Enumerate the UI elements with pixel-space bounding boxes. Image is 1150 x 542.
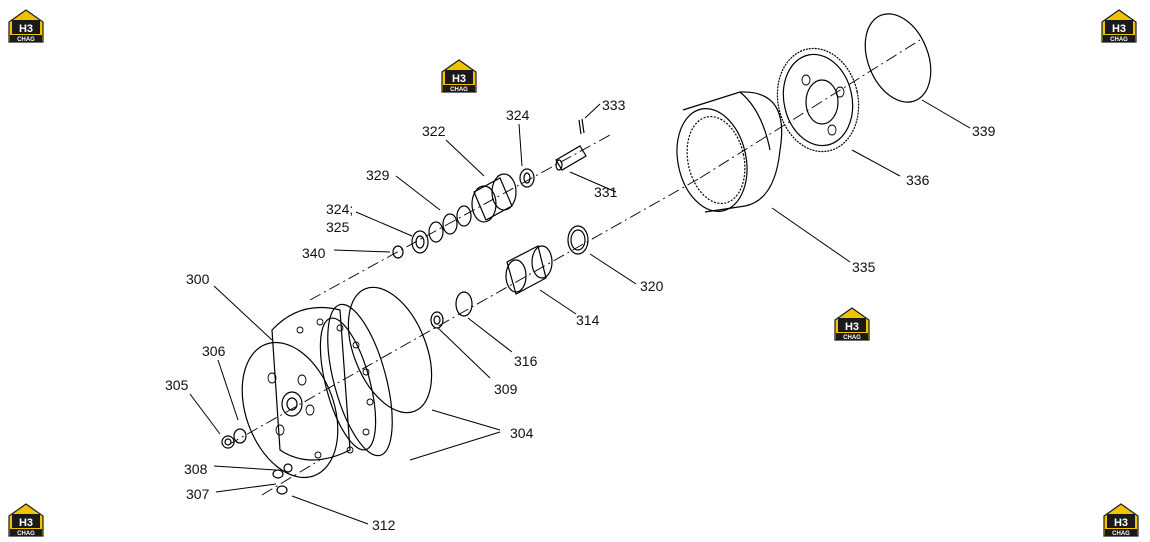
callout-304: 304 (510, 425, 534, 441)
logo-bottom-text: CHAG (843, 335, 861, 341)
callout-340: 340 (302, 245, 326, 261)
callout-307: 307 (186, 486, 210, 502)
logo-bottom-text: CHAG (450, 87, 468, 93)
retaining-ring-339 (864, 13, 932, 103)
callout-309: 309 (494, 381, 518, 397)
logo-bottom-right: H3 CHAG (1103, 503, 1139, 537)
callout-331: 331 (594, 184, 618, 200)
callout-300: 300 (186, 271, 210, 287)
housing-300 (241, 303, 393, 479)
seal-304 (347, 286, 433, 414)
center-axes (227, 39, 921, 496)
callout-322: 322 (422, 123, 446, 139)
carrier-336 (776, 47, 860, 153)
callout-324-alt: 324; (326, 201, 353, 217)
small-parts (221, 168, 589, 495)
callout-335: 335 (852, 259, 876, 275)
logo-top-text: H3 (1114, 517, 1128, 529)
callout-305: 305 (165, 377, 189, 393)
sun-gear-314 (505, 245, 553, 295)
callout-333: 333 (602, 97, 626, 113)
logo-top-text: H3 (845, 321, 859, 333)
leader-lines (189, 99, 971, 525)
ring-gear-335 (676, 91, 783, 213)
logo-top-right: H3 CHAG (1101, 9, 1137, 43)
logo-top-left: H3 CHAG (8, 9, 44, 43)
callout-325: 325 (326, 219, 350, 235)
logo-bottom-text: CHAG (1112, 531, 1130, 537)
logo-bottom-text: CHAG (17, 531, 35, 537)
logo-top-text: H3 (19, 23, 33, 35)
callout-329: 329 (366, 167, 390, 183)
callout-labels: 300 304 305 306 307 308 309 312 314 316 … (165, 97, 996, 533)
callout-339: 339 (972, 123, 996, 139)
logo-bottom-text: CHAG (1110, 37, 1128, 43)
callout-308: 308 (184, 461, 208, 477)
logo-top-text: H3 (1112, 23, 1126, 35)
logo-top-text: H3 (452, 73, 466, 85)
callout-314: 314 (576, 312, 600, 328)
callout-306: 306 (202, 343, 226, 359)
planet-gear-322 (428, 173, 517, 243)
callout-320: 320 (640, 278, 664, 294)
logo-bottom-text: CHAG (17, 37, 35, 43)
callout-324: 324 (506, 107, 530, 123)
logo-bottom-left: H3 CHAG (8, 503, 44, 537)
callout-316: 316 (514, 353, 538, 369)
pin-331 (555, 118, 587, 171)
logo-middle-right: H3 CHAG (834, 307, 870, 341)
callout-336: 336 (906, 172, 930, 188)
callout-312: 312 (372, 517, 396, 533)
logo-top-text: H3 (19, 517, 33, 529)
logo-top-center: H3 CHAG (441, 59, 477, 93)
